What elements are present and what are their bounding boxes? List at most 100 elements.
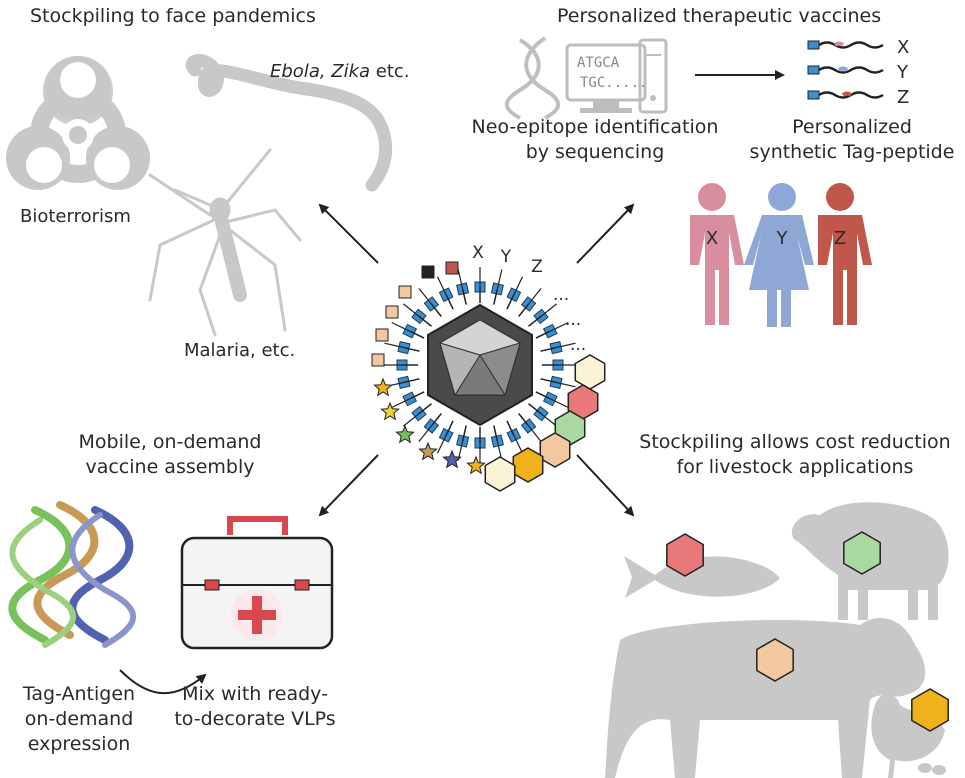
mobile-title-2: vaccine assembly — [85, 456, 254, 478]
virus-label-suffix: etc. — [370, 61, 409, 82]
expression-label-3: expression — [28, 733, 131, 755]
vlp-linker — [409, 391, 425, 400]
vlp-capsid-icon — [427, 303, 533, 427]
sequence-line-1: ATGCA — [577, 55, 620, 71]
vlp-antigen-linker — [391, 321, 410, 332]
vlp-linker — [506, 420, 515, 436]
vlp-antigen-linker — [540, 303, 557, 317]
vlp-antigen-linker — [436, 276, 447, 295]
vlp-linker — [493, 425, 499, 442]
antigen-star — [395, 424, 415, 444]
patient-label-x: X — [706, 228, 718, 249]
peptide-z — [807, 90, 884, 100]
center-label-y: Y — [500, 247, 512, 267]
vlp-linker — [403, 346, 420, 352]
vlp-antigen-linker — [528, 425, 542, 442]
expression-label-1: Tag-Antigen — [22, 683, 135, 705]
center-label-x: X — [472, 243, 484, 263]
personalized-label-1: Personalized — [792, 116, 912, 138]
personalized-label-2: synthetic Tag-peptide — [750, 141, 955, 163]
mix-label-2: to-decorate VLPs — [174, 708, 335, 730]
patient-z-icon — [818, 183, 872, 325]
antigen-star — [466, 455, 486, 475]
arrow-to-personalized — [576, 203, 635, 264]
expression-label-2: on-demand — [25, 708, 134, 730]
vlp-antigen-linker — [550, 398, 569, 409]
vlp-antigen-linker — [528, 288, 542, 305]
virus-filament-icon — [186, 54, 393, 192]
computer-icon — [565, 38, 668, 114]
dna-icon — [504, 36, 561, 120]
vlp-linker — [403, 378, 420, 384]
antigen-helix-icon — [8, 501, 137, 648]
livestock-hexagon — [756, 638, 794, 682]
vlp-antigen-linker — [496, 269, 503, 290]
vlp-linker — [528, 315, 542, 327]
center-ellipsis-1: ... — [553, 285, 569, 305]
virus-label: Ebola, Zika etc. — [270, 61, 410, 82]
center-label-z: Z — [531, 257, 543, 277]
livestock-hexagon — [666, 533, 704, 577]
vlp-antigens — [371, 261, 606, 492]
antigen-square — [375, 328, 389, 342]
vlp-linker — [540, 346, 557, 352]
antigen-square — [398, 285, 412, 299]
fish-icon — [624, 556, 780, 598]
mix-arrow — [119, 669, 207, 695]
peptide-label-z: Z — [897, 87, 909, 108]
vlp-antigen-linker — [403, 413, 420, 427]
antigen-hexagon — [539, 432, 571, 468]
peptide-label-y: Y — [896, 62, 909, 83]
vlp-antigen-linker — [403, 303, 420, 317]
antigen-star — [380, 401, 400, 421]
livestock-title-1: Stockpiling allows cost reduction — [639, 431, 950, 453]
arrow-to-mobile — [318, 454, 379, 517]
mix-label-1: Mix with ready- — [182, 683, 328, 705]
vlp-antigen-linker — [540, 413, 557, 427]
livestock-hexagon — [843, 531, 881, 575]
virus-label-italic: Ebola, Zika — [270, 61, 370, 82]
neo-epitope-label-2: by sequencing — [526, 141, 665, 163]
vlp-linker — [418, 403, 432, 415]
vlp-linker — [418, 315, 432, 327]
vlp-antigen-linker — [457, 269, 464, 290]
patient-x-icon — [690, 183, 744, 325]
vlp-linker — [430, 303, 442, 317]
vlp-antigen-linker — [418, 288, 432, 305]
vlp-antigen-linker — [555, 381, 576, 388]
vlp-linker — [506, 294, 515, 310]
antigen-star — [442, 449, 462, 469]
antigen-square — [385, 305, 399, 319]
vlp-antigen-linker — [550, 321, 569, 332]
antigen-square — [445, 261, 459, 275]
vlp-linker — [409, 330, 425, 339]
peptide-x — [807, 40, 884, 50]
neo-epitope-label-1: Neo-epitope identification — [472, 116, 719, 138]
vlp-antigen-linker — [436, 435, 447, 454]
malaria-label: Malaria, etc. — [184, 340, 295, 361]
antigen-square — [371, 353, 385, 367]
mobile-title-1: Mobile, on-demand — [79, 431, 262, 453]
livestock-antigen-hexes — [666, 531, 949, 732]
vlp-linker — [493, 288, 499, 305]
antigen-hexagon — [484, 456, 516, 492]
bioterrorism-label: Bioterrorism — [20, 206, 131, 227]
sequence-line-2: TGC..... — [580, 75, 647, 91]
vlp-linker — [528, 403, 542, 415]
pandemics-title: Stockpiling to face pandemics — [30, 5, 316, 27]
livestock-hexagon — [911, 688, 949, 732]
biohazard-icon — [6, 56, 150, 190]
patient-label-z: Z — [834, 228, 846, 249]
patient-label-y: Y — [776, 228, 789, 249]
vlp-linker — [535, 330, 551, 339]
center-ellipsis-2: ... — [565, 310, 581, 330]
antigen-hexagon — [512, 447, 544, 483]
patient-y-icon — [744, 183, 814, 327]
vlp-antigen-linker — [418, 425, 432, 442]
medical-kit-icon — [180, 516, 334, 650]
vlp-antigen-linker — [513, 435, 524, 454]
antigen-star — [418, 441, 438, 461]
personalized-title: Personalized therapeutic vaccines — [557, 5, 881, 27]
vlp-linker — [518, 413, 530, 427]
